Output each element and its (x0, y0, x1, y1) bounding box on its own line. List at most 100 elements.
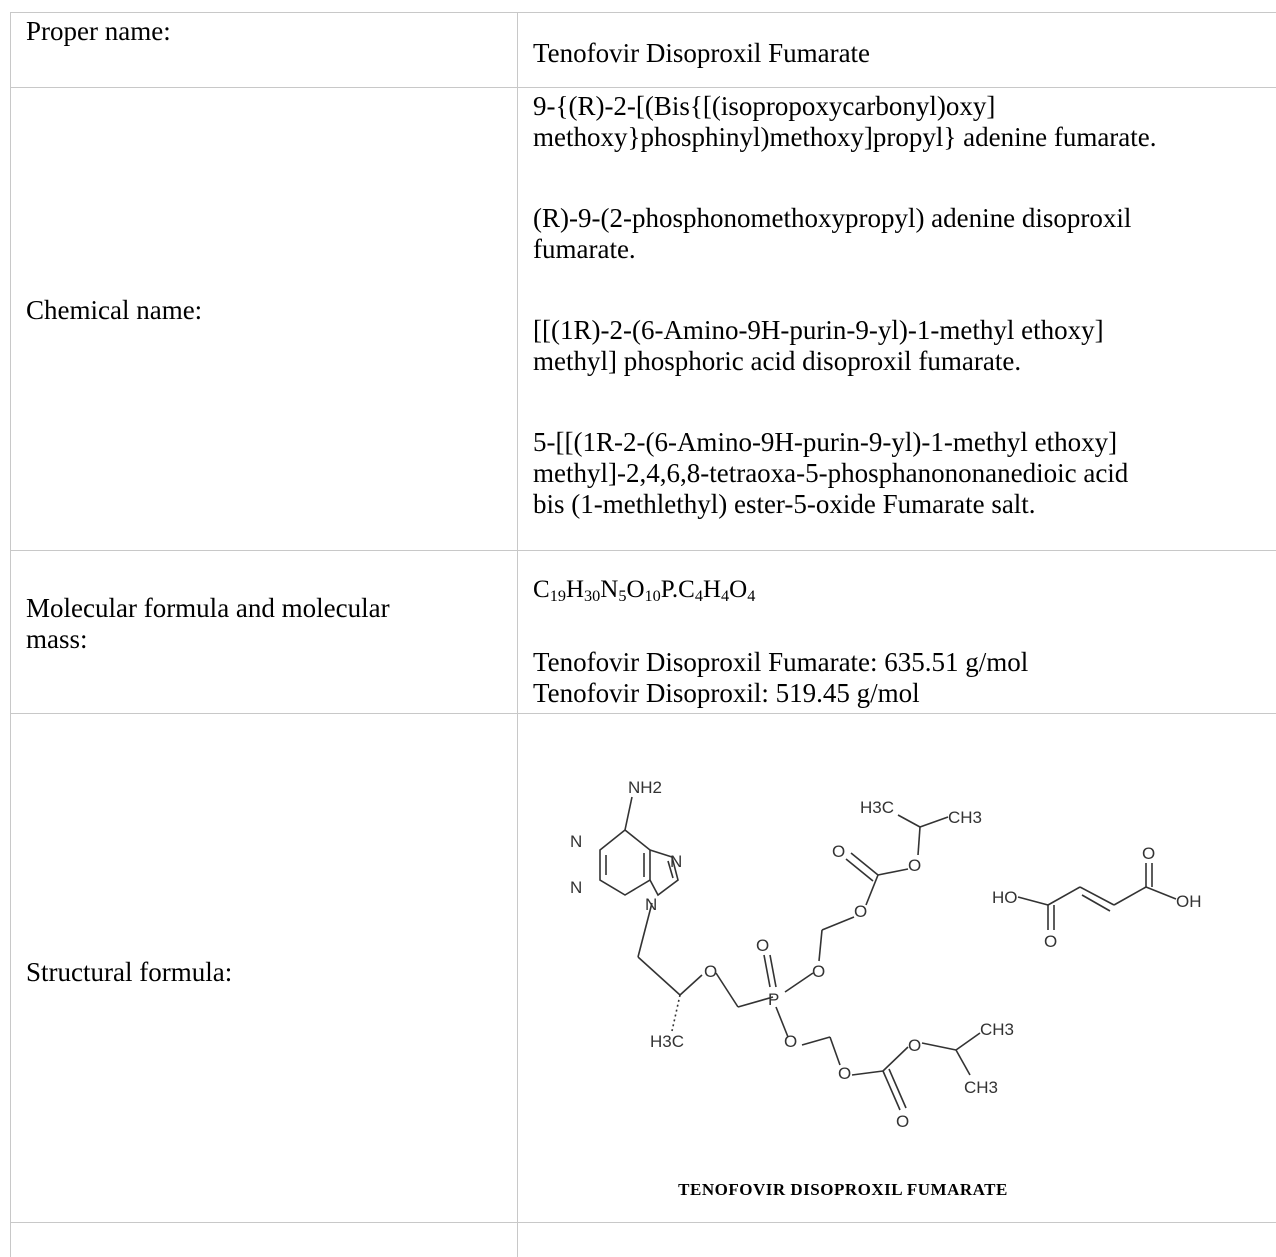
bond (851, 1070, 884, 1076)
atom-label: O (812, 962, 825, 981)
atom-label: O (1142, 844, 1155, 863)
formula-part: C (533, 576, 550, 603)
bond (1081, 894, 1111, 912)
atom-label: O (854, 902, 867, 921)
row-border (10, 1222, 1276, 1223)
formula-part: N (600, 576, 619, 603)
atom-label: N (645, 895, 657, 914)
bond (1047, 886, 1081, 906)
bond (850, 852, 879, 876)
formula-subscript: 30 (584, 587, 601, 606)
bond (1017, 896, 1049, 906)
atom-label: CH3 (980, 1020, 1014, 1039)
bond (679, 974, 703, 996)
atom-label: O (832, 842, 845, 861)
atom-label: O (838, 1064, 851, 1083)
atom-label: N (570, 832, 582, 851)
atom-label: O (908, 856, 921, 875)
bond (955, 1032, 981, 1051)
bond (888, 1068, 907, 1109)
atom-label: N (570, 878, 582, 897)
row-border (10, 87, 1276, 88)
structural-formula-drawing: NH2 N N N N O H3C O P O O O O H3C CH3 O … (570, 778, 1202, 1131)
chemical-name-3-line-2: methyl] phosphoric acid disoproxil fumar… (533, 346, 1022, 376)
proper-name-label: Proper name: (26, 16, 171, 46)
bond (921, 1042, 957, 1051)
row-border (10, 550, 1276, 551)
atom-label: N (670, 852, 682, 871)
row-border (10, 713, 1276, 714)
bond (784, 972, 814, 993)
atom-label: O (784, 1032, 797, 1051)
atom-label: O (756, 936, 769, 955)
bond (715, 972, 739, 1008)
molecular-mass-fumarate: Tenofovir Disoproxil Fumarate: 635.51 g/… (533, 647, 1029, 677)
bond (897, 814, 921, 828)
atom-label: CH3 (948, 808, 982, 827)
bond (763, 954, 771, 988)
bond (637, 956, 681, 996)
bond (775, 1006, 789, 1038)
bond (955, 1049, 971, 1076)
bond (917, 826, 921, 856)
atom-label: O (1044, 932, 1057, 951)
atom-label: H3C (650, 1032, 684, 1051)
formula-part: P.C (660, 576, 695, 603)
molecular-label-line-1: Molecular formula and molecular (26, 593, 390, 623)
formula-subscript: 5 (618, 587, 627, 606)
chemical-name-1-line-2: methoxy}phosphinyl)methoxy]propyl} adeni… (533, 122, 1157, 152)
bond (865, 874, 879, 906)
chemical-name-2-line-2: fumarate. (533, 234, 636, 264)
bond (599, 829, 651, 896)
molecular-label-line-2: mass: (26, 624, 88, 654)
column-border (10, 12, 11, 1257)
bond (667, 860, 674, 879)
bond (649, 849, 679, 897)
formula-subscript: 4 (747, 587, 756, 606)
molecular-mass-base: Tenofovir Disoproxil: 519.45 g/mol (533, 678, 920, 708)
chemical-name-label: Chemical name: (26, 295, 203, 325)
bond (919, 816, 949, 828)
molecular-formula: C19H30N5O10P.C4H4O4 (533, 574, 755, 605)
atom-label: O (908, 1036, 921, 1055)
formula-part: H (565, 576, 584, 603)
chemical-name-3-line-1: [[(1R)-2-(6-Amino-9H-purin-9-yl)-1-methy… (533, 315, 1104, 345)
atom-label: OH (1176, 892, 1202, 911)
bond (829, 1036, 841, 1066)
chemical-name-2-line-1: (R)-9-(2-phosphonomethoxypropyl) adenine… (533, 203, 1132, 233)
chemical-name-4-line-3: bis (1-methlethyl) ester-5-oxide Fumarat… (533, 489, 1036, 519)
atom-label: P (768, 990, 779, 1009)
bond (1145, 886, 1177, 900)
formula-subscript: 10 (644, 587, 661, 606)
bond (737, 996, 774, 1008)
bond (1113, 886, 1147, 906)
bond (624, 796, 633, 831)
bond (845, 858, 874, 882)
formula-subscript: 4 (694, 587, 703, 606)
formula-part: H (702, 576, 721, 603)
formula-subscript: 19 (549, 587, 566, 606)
chemical-name-4-line-2: methyl]-2,4,6,8-tetraoxa-5-phosphanonona… (533, 458, 1129, 488)
atom-label: HO (992, 888, 1018, 907)
column-border (517, 12, 518, 1257)
atom-label: O (704, 962, 717, 981)
chemical-name-1-line-1: 9-{(R)-2-[(Bis{[(isopropoxycarbonyl)oxy] (533, 91, 996, 121)
bond (1079, 886, 1115, 906)
bond (821, 916, 855, 931)
bond (671, 994, 681, 1032)
row-border (10, 12, 1276, 13)
atom-label: CH3 (964, 1078, 998, 1097)
proper-name-value: Tenofovir Disoproxil Fumarate (533, 38, 871, 68)
formula-subscript: 4 (721, 587, 730, 606)
bond (637, 902, 653, 958)
chemical-name-4-line-1: 5-[[(1R-2-(6-Amino-9H-purin-9-yl)-1-meth… (533, 427, 1118, 457)
formula-part: O (626, 576, 645, 603)
formula-part: O (729, 576, 748, 603)
bond (769, 954, 777, 988)
atom-label: NH2 (628, 778, 662, 797)
bond (801, 1036, 831, 1046)
bond (818, 929, 823, 962)
atom-label: O (896, 1112, 909, 1131)
bond (882, 1070, 901, 1111)
